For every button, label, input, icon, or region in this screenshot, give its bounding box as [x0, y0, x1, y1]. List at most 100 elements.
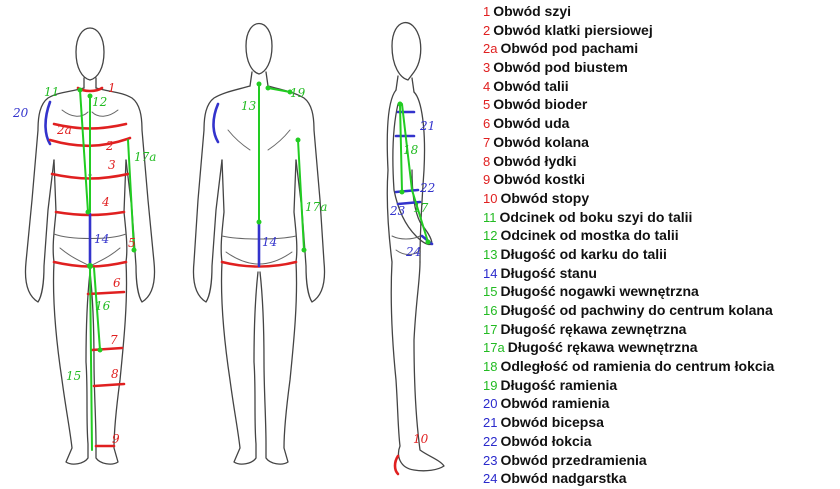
legend-item-label: Długość ramienia [500, 376, 618, 393]
legend-item-label: Obwód kostki [493, 171, 586, 188]
back-shoulder-line-19 [267, 87, 291, 93]
side-label-23: 23 [389, 204, 406, 218]
side-figure-outline [386, 21, 445, 472]
front-label-2a: 2a [56, 123, 72, 137]
front-label-4: 4 [101, 195, 110, 209]
side-figure: 21 18 22 23 17 24 10 [386, 21, 445, 476]
legend-item-label: Długość nogawki wewnętrzna [500, 283, 699, 300]
legend-item-number: 14 [483, 265, 498, 281]
back-label-13: 13 [241, 99, 257, 113]
legend-item-number: 12 [483, 228, 498, 244]
legend-item-label: Obwód pod biustem [493, 59, 628, 76]
legend-item-label: Obwód bicepsa [500, 414, 604, 431]
body-measurement-diagram: 1 11 12 20 2a 2 3 17a 4 14 5 6 16 7 8 15… [12, 21, 445, 476]
legend-item-number: 17 [483, 321, 498, 337]
legend-item-label: Obwód nadgarstka [500, 470, 627, 487]
legend-item-label: Odcinek od mostka do talii [500, 227, 679, 244]
front-label-6: 6 [113, 276, 121, 290]
front-arm-circ-20 [44, 100, 52, 146]
front-label-17a: 17a [134, 150, 156, 164]
legend-item-number: 2 [483, 22, 491, 38]
legend-item-label: Obwód talii [493, 77, 569, 94]
legend-item-number: 8 [483, 153, 491, 169]
back-label-19: 19 [290, 86, 306, 100]
legend-item-label: Obwód pod pachami [500, 40, 639, 57]
legend-item-label: Długość od karku do talii [500, 245, 667, 262]
legend-item-number: 4 [483, 78, 491, 94]
legend-item-number: 2a [483, 41, 498, 57]
legend-item-label: Obwód szyi [493, 3, 572, 19]
legend-item-label: Obwód bioder [493, 96, 588, 113]
legend-item-number: 15 [483, 284, 498, 300]
front-inseam-line-15 [89, 265, 93, 451]
front-label-11: 11 [44, 85, 59, 99]
side-label-24: 24 [405, 245, 421, 259]
front-inner-sleeve-line-17a [127, 139, 135, 251]
front-label-2: 2 [105, 139, 114, 153]
side-elbow-line-22 [394, 188, 420, 194]
side-outer-sleeve-line-17 [401, 103, 429, 243]
side-label-18: 18 [403, 143, 419, 157]
front-label-16: 16 [95, 299, 111, 313]
back-figure-outline [192, 22, 326, 465]
side-label-10: 10 [413, 432, 429, 446]
legend-item-label: Obwód kolana [493, 133, 589, 150]
front-neck-to-waist-line-11 [79, 89, 89, 213]
legend-item-number: 21 [483, 415, 498, 431]
legend-item-label: Obwód stopy [500, 189, 590, 206]
legend-item-label: Długość od pachwiny do centrum kolana [500, 302, 773, 318]
legend-item-number: 20 [483, 396, 498, 412]
legend-item-label: Długość stanu [500, 264, 597, 281]
legend-item-label: Obwód uda [493, 115, 570, 132]
front-label-9: 9 [112, 432, 120, 446]
legend-item-number: 13 [483, 246, 498, 262]
front-label-5: 5 [128, 236, 136, 250]
side-shoulder-to-elbow-line-18 [399, 103, 403, 193]
front-label-3: 3 [108, 158, 116, 172]
side-label-21: 21 [419, 119, 435, 133]
front-knee-line-7 [90, 346, 124, 352]
legend-item-number: 10 [483, 190, 498, 206]
legend-item-number: 19 [483, 377, 498, 393]
legend-item-label: Obwód ramienia [500, 395, 610, 412]
back-figure: 13 19 17a 14 [192, 22, 327, 465]
legend-item-label: Obwód przedramienia [500, 451, 647, 468]
legend-item-number: 18 [483, 359, 498, 375]
front-figure: 1 11 12 20 2a 2 3 17a 4 14 5 6 16 7 8 15… [12, 27, 156, 465]
legend-item-number: 6 [483, 116, 491, 132]
side-label-17: 17 [413, 201, 429, 215]
front-thigh-line-6 [86, 290, 126, 296]
legend-item-label: Długość rękawa wewnętrzna [507, 339, 698, 356]
back-arm-circ-line [212, 102, 220, 144]
front-crotch-to-knee-line-16 [93, 267, 101, 351]
legend-item-number: 9 [483, 172, 491, 188]
back-label-17a: 17a [305, 200, 327, 214]
legend-item-label: Obwód łokcia [500, 432, 592, 449]
legend-item-number: 22 [483, 433, 498, 449]
legend-item-number: 16 [483, 303, 498, 318]
legend-item-label: Odcinek od boku szyi do talii [499, 208, 693, 225]
legend-item-number: 23 [483, 452, 498, 468]
